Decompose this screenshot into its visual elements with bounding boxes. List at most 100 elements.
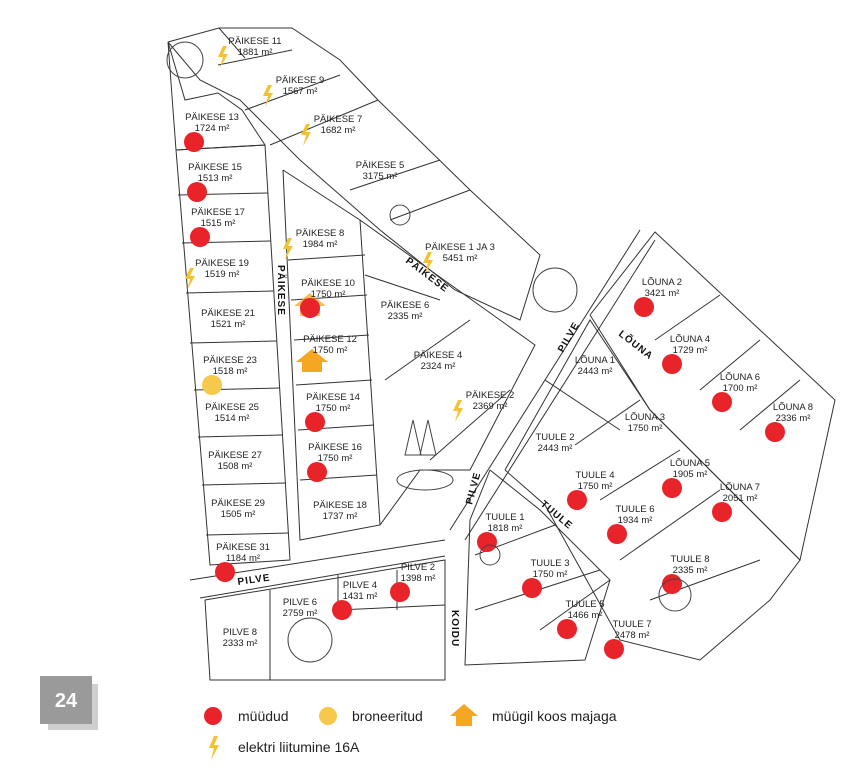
- legend: müüdud broneeritud müügil koos majaga el…: [204, 704, 617, 760]
- lot-name: PÄIKESE 15: [188, 162, 242, 173]
- lightning-icon: [209, 736, 219, 760]
- sold-marker: [332, 600, 352, 620]
- sold-marker: [187, 182, 207, 202]
- sold-marker: [307, 462, 327, 482]
- lot-name: PILVE 6: [283, 597, 317, 608]
- lot-area: 1682 m²: [321, 125, 356, 136]
- lot-area: 1905 m²: [673, 469, 708, 480]
- lot-area: 1521 m²: [211, 319, 246, 330]
- lot-area: 1508 m²: [218, 461, 253, 472]
- lot-name: TUULE 2: [535, 432, 574, 443]
- lot-area: 1750 m²: [311, 289, 346, 300]
- sold-marker: [607, 524, 627, 544]
- lot-area: 1515 m²: [201, 218, 236, 229]
- lot-area: 1700 m²: [723, 383, 758, 394]
- sold-marker: [184, 132, 204, 152]
- sold-marker: [522, 578, 542, 598]
- lot-name: LÕUNA 5: [670, 458, 710, 469]
- lot-area: 3421 m²: [645, 288, 680, 299]
- legend-sold-label: müüdud: [238, 708, 289, 724]
- lot-area: 1750 m²: [316, 403, 351, 414]
- tree-icon: [166, 41, 692, 663]
- legend-reserved-label: broneeritud: [352, 708, 423, 724]
- lot-area: 1514 m²: [215, 413, 250, 424]
- lot-name: PÄIKESE 27: [208, 450, 262, 461]
- sold-marker: [300, 298, 320, 318]
- lot-name: TUULE 7: [612, 619, 651, 630]
- lot-name: LÕUNA 6: [720, 372, 760, 383]
- lot-name: PÄIKESE 25: [205, 402, 259, 413]
- sold-marker: [662, 354, 682, 374]
- lot-name: PÄIKESE 6: [381, 300, 430, 311]
- street-label-koidu: KOIDU: [449, 610, 460, 647]
- sold-marker: [215, 562, 235, 582]
- legend-reserved-marker: [319, 707, 337, 725]
- sold-marker: [765, 422, 785, 442]
- sold-marker: [557, 619, 577, 639]
- lot-area: 1818 m²: [488, 523, 523, 534]
- lot-area: 1431 m²: [343, 591, 378, 602]
- lot-area: 1737 m²: [323, 511, 358, 522]
- lot-name: LÕUNA 8: [773, 402, 813, 413]
- lot-area: 1729 m²: [673, 345, 708, 356]
- lot-area: 2369 m²: [473, 401, 508, 412]
- sold-marker: [634, 297, 654, 317]
- house-icon: [450, 704, 478, 726]
- lot-name: PÄIKESE 10: [301, 278, 355, 289]
- lot-boundaries: [167, 27, 836, 681]
- lot-name: PÄIKESE 8: [296, 228, 345, 239]
- lot-area: 2333 m²: [223, 638, 258, 649]
- lightning-icon: [218, 46, 228, 68]
- lot-area: 2324 m²: [421, 361, 456, 372]
- lot-area: 1518 m²: [213, 366, 248, 377]
- reserved-marker: [202, 375, 222, 395]
- sold-marker: [604, 639, 624, 659]
- street-label-paikese-vert: PÄIKESE: [275, 265, 288, 316]
- street-label-pilve-right: PILVE: [556, 320, 582, 354]
